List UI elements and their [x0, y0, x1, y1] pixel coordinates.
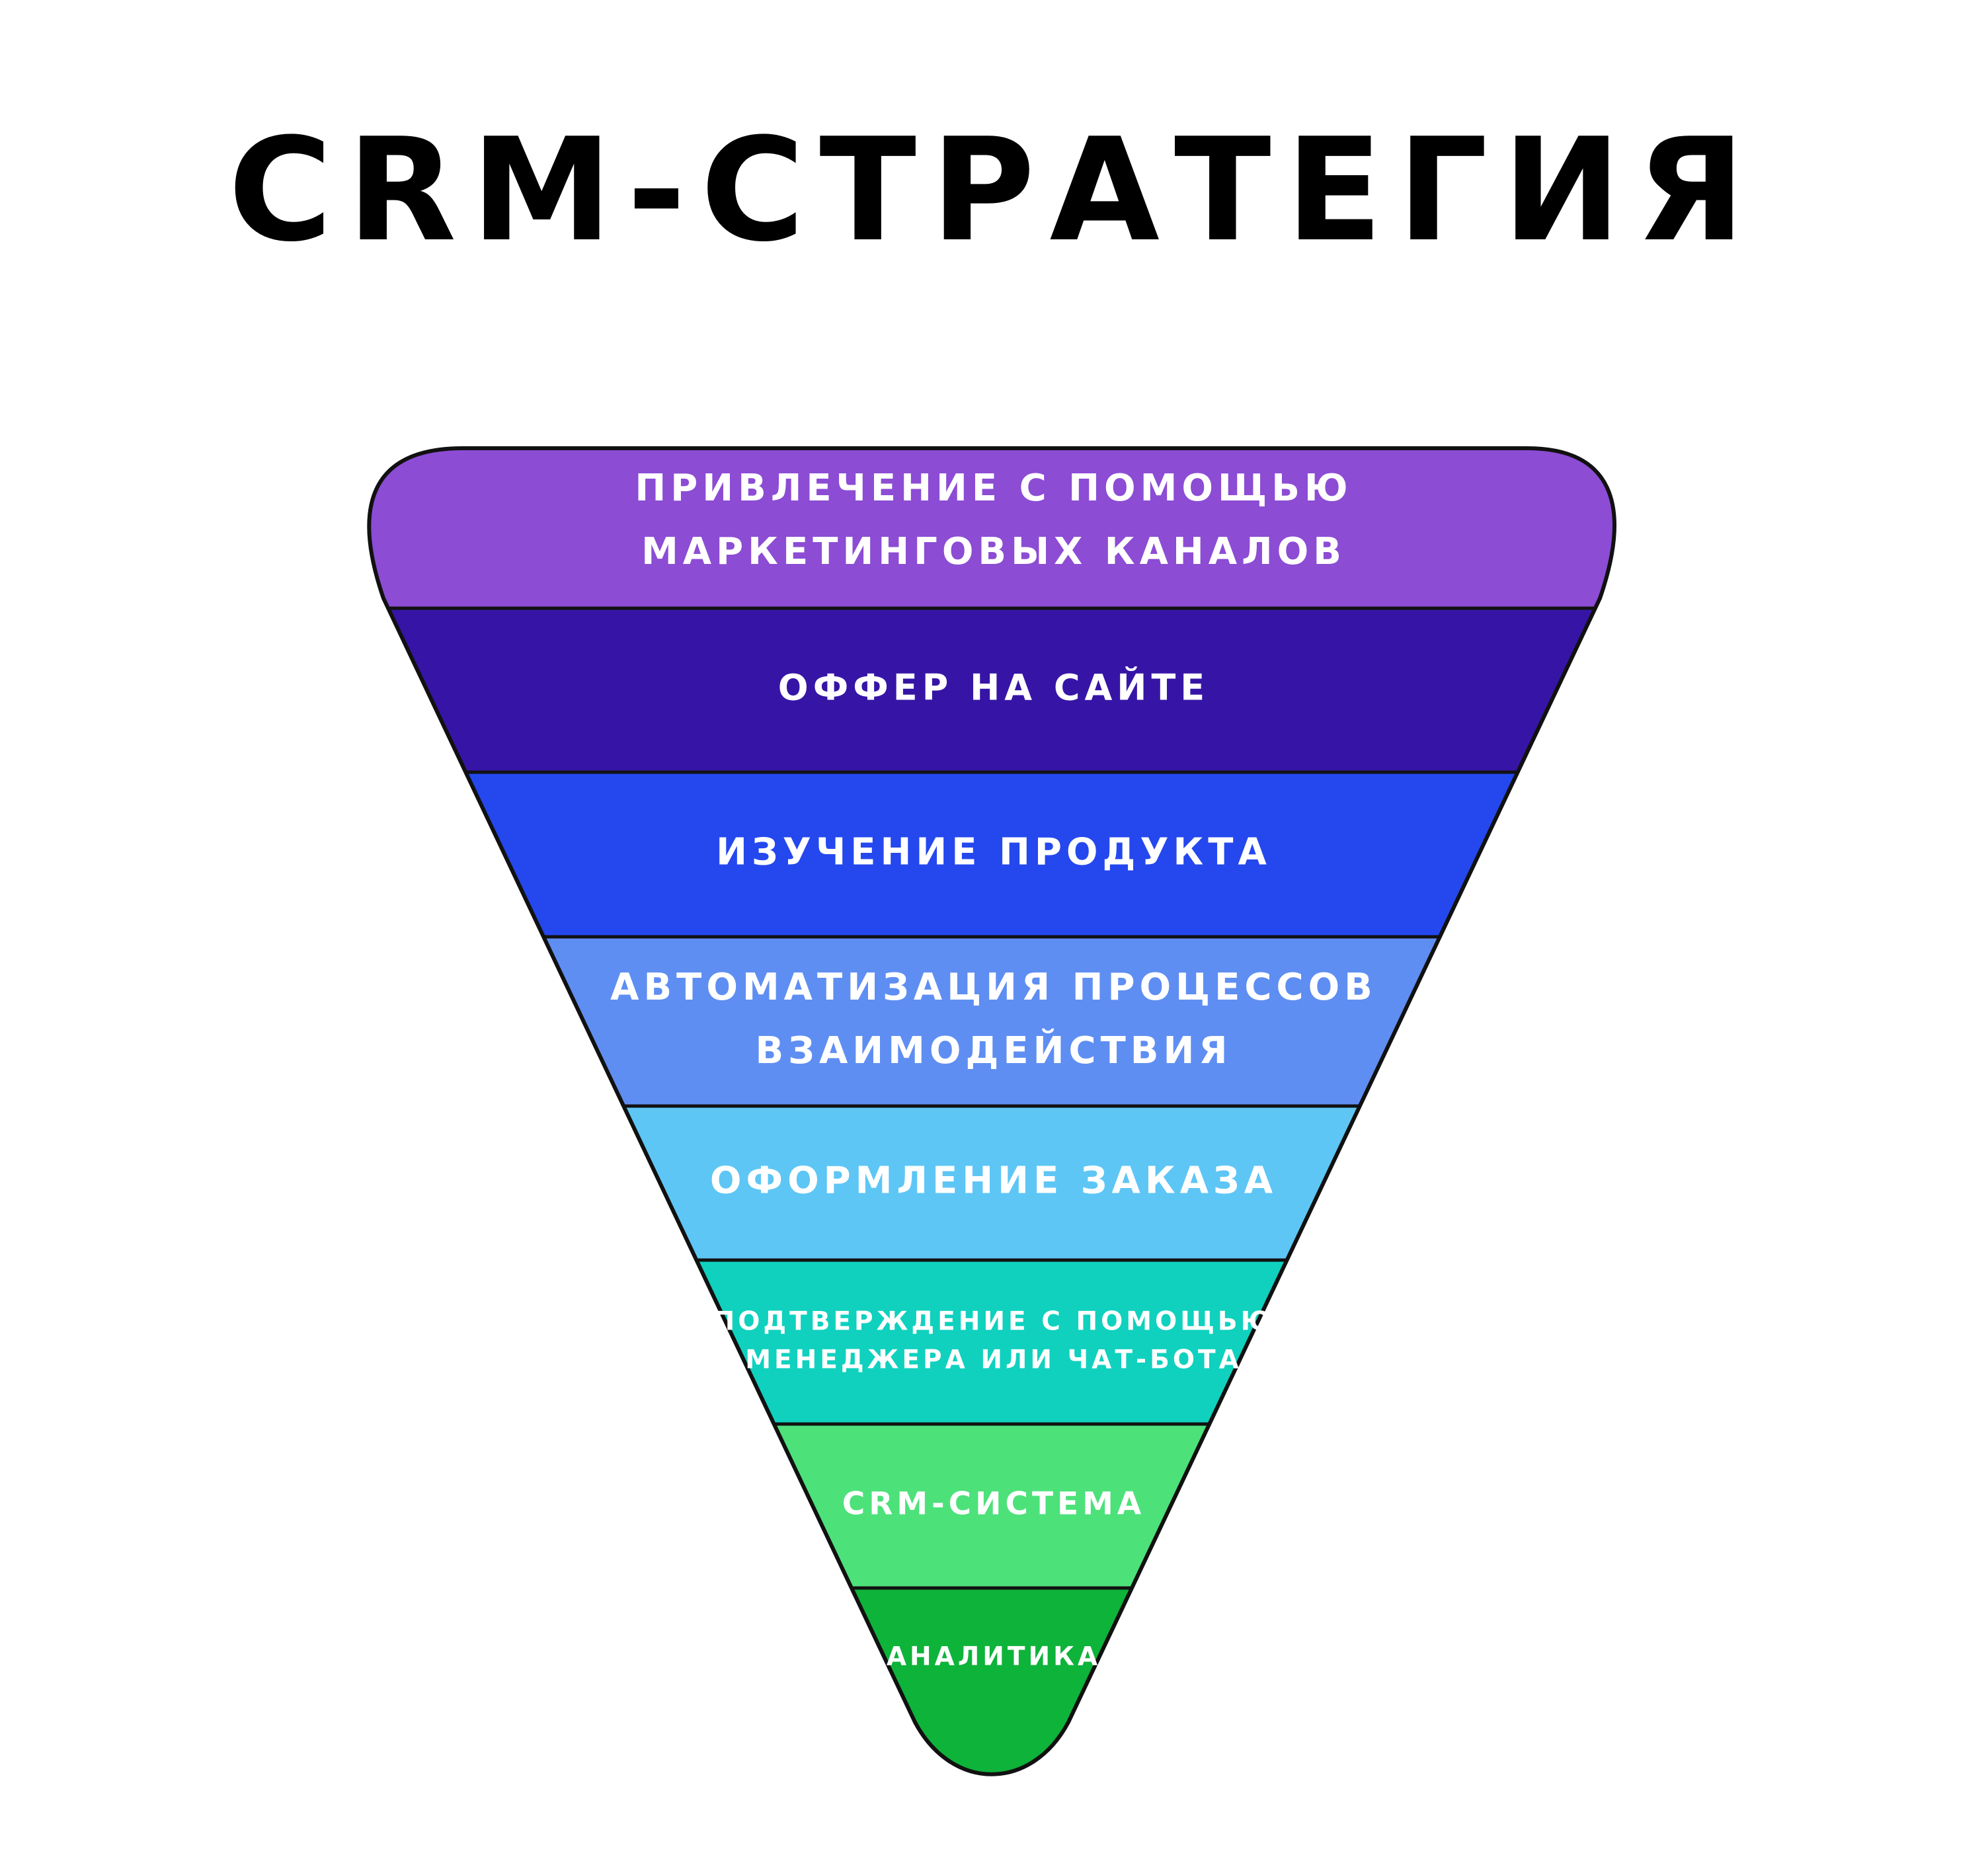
funnel-level-6	[369, 1260, 1614, 1425]
funnel-level-2	[369, 608, 1614, 773]
page-title: CRM-СТРАТЕГИЯ	[228, 107, 1760, 273]
funnel-level-4-label: АВТОМАТИЗАЦИЯ ПРОЦЕССОВ	[610, 966, 1377, 1009]
funnel-level-2-label: ОФФЕР НА САЙТЕ	[778, 667, 1209, 709]
funnel-level-1	[369, 448, 1614, 609]
funnel-level-1-label: ПРИВЛЕЧЕНИЕ С ПОМОЩЬЮ	[635, 467, 1352, 510]
funnel-level-6-label: МЕНЕДЖЕРА ИЛИ ЧАТ-БОТА	[745, 1345, 1242, 1375]
funnel-level-5-label: ОФОРМЛЕНИЕ ЗАКАЗА	[710, 1160, 1277, 1203]
funnel-level-4	[369, 937, 1614, 1107]
funnel-level-8-label: АНАЛИТИКА	[887, 1642, 1101, 1672]
funnel-level-4-label: ВЗАИМОДЕЙСТВИЯ	[756, 1029, 1232, 1072]
funnel-level-3-label: ИЗУЧЕНИЕ ПРОДУКТА	[716, 831, 1271, 874]
funnel-level-3	[369, 772, 1614, 937]
funnel-outline	[367, 446, 1616, 1776]
funnel-level-7-label: CRM-СИСТЕМА	[842, 1486, 1146, 1523]
funnel-level-6-label: ПОДТВЕРЖДЕНИЕ С ПОМОЩЬЮ	[713, 1307, 1275, 1337]
funnel-level-8	[369, 1588, 1614, 1774]
funnel-level-1-label: МАРКЕТИНГОВЫХ КАНАЛОВ	[641, 530, 1346, 573]
